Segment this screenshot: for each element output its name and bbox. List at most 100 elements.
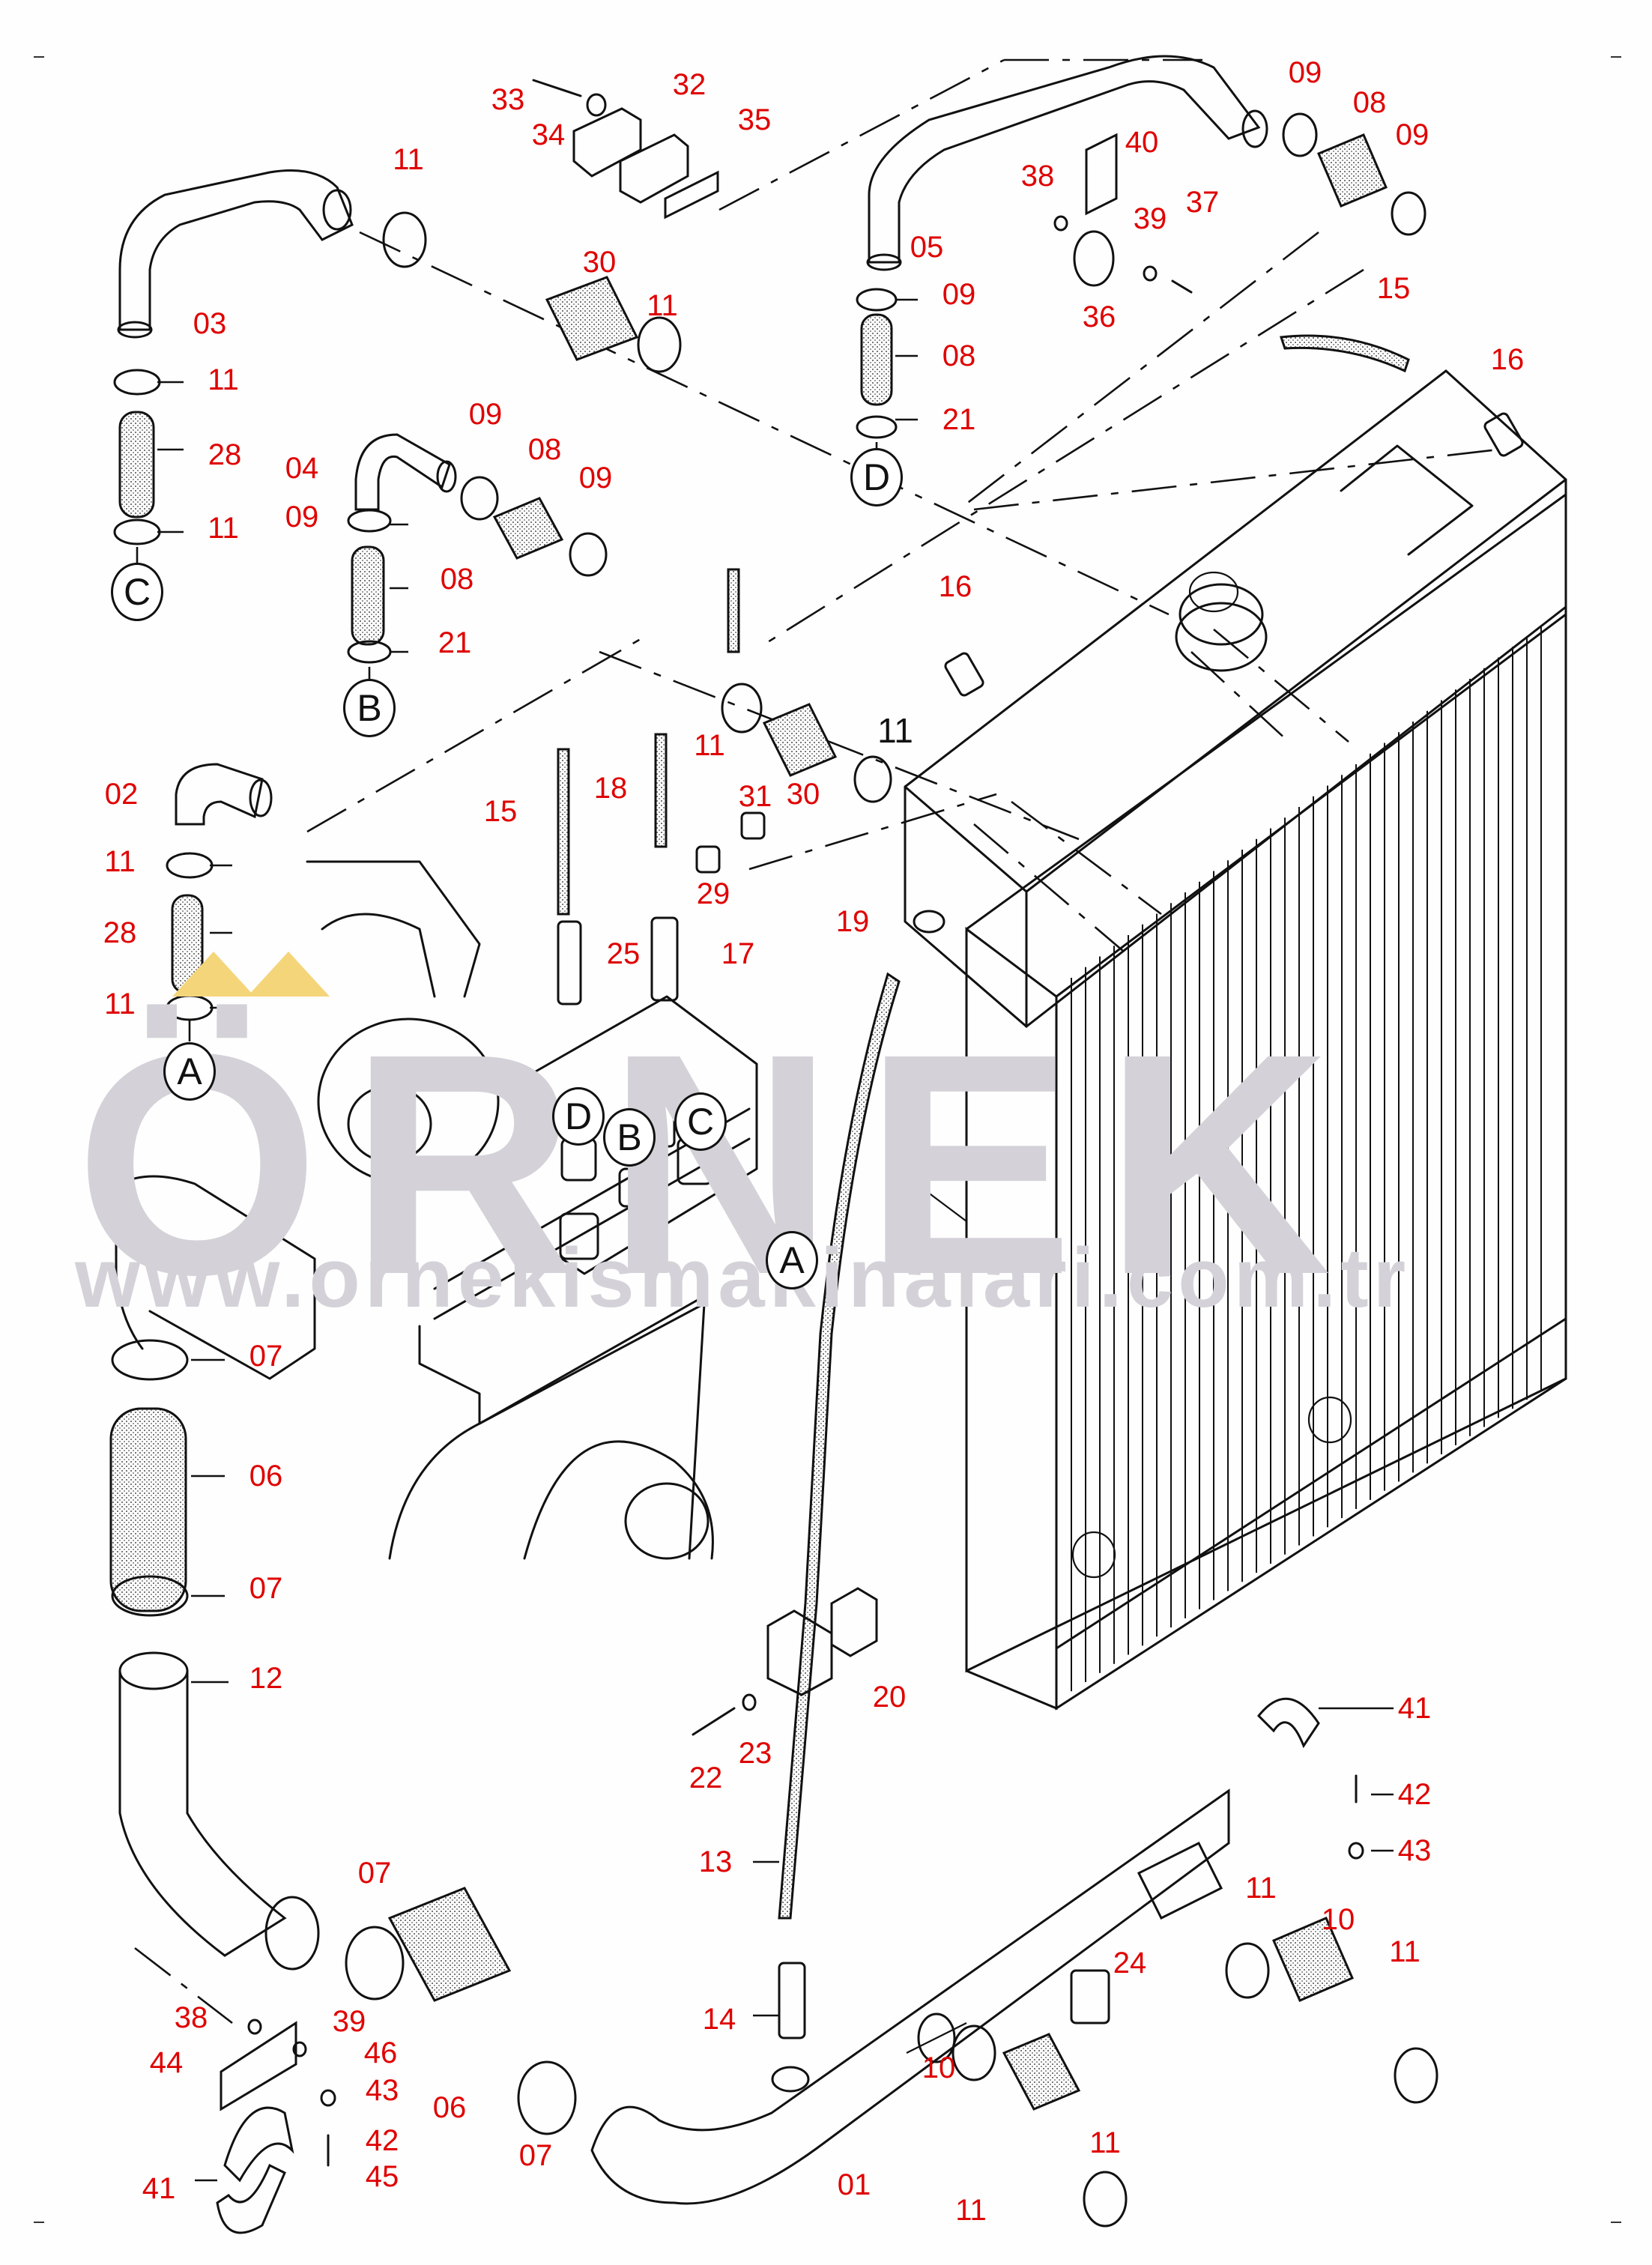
callout-16[interactable]: 16	[1490, 343, 1525, 376]
callout-07[interactable]: 07	[249, 1340, 283, 1373]
callout-35[interactable]: 35	[737, 103, 772, 136]
callout-16[interactable]: 16	[938, 570, 972, 603]
callout-06[interactable]: 06	[249, 1460, 283, 1493]
hose-08-mid	[492, 497, 564, 560]
callout-11[interactable]: 11	[694, 729, 725, 762]
callout-10[interactable]: 10	[922, 2051, 956, 2084]
clamp-block-32b	[619, 133, 689, 204]
callout-10[interactable]: 10	[1321, 1903, 1355, 1936]
callout-01[interactable]: 01	[837, 2168, 871, 2201]
callout-11-black[interactable]: 11	[877, 711, 913, 750]
callout-36[interactable]: 36	[1082, 300, 1116, 333]
callout-07[interactable]: 07	[357, 1857, 392, 1890]
callout-39[interactable]: 39	[1133, 202, 1167, 235]
ref-circle-a[interactable]: A	[163, 1042, 216, 1101]
callout-11[interactable]: 11	[1389, 1935, 1420, 1968]
clamp-block-32a	[572, 107, 642, 178]
callout-09[interactable]: 09	[285, 501, 319, 533]
callout-09[interactable]: 09	[578, 462, 613, 495]
hose-28-top	[118, 411, 155, 518]
callout-34[interactable]: 34	[531, 118, 566, 151]
callout-02[interactable]: 02	[104, 778, 139, 811]
callout-42[interactable]: 42	[1397, 1778, 1432, 1811]
callout-07[interactable]: 07	[518, 2139, 553, 2172]
callout-46[interactable]: 46	[363, 2036, 398, 2069]
callout-41[interactable]: 41	[142, 2172, 176, 2205]
callout-28[interactable]: 28	[208, 438, 242, 471]
callout-17[interactable]: 17	[721, 937, 755, 970]
ref-circle-b[interactable]: B	[343, 679, 396, 737]
callout-13[interactable]: 13	[698, 1845, 733, 1878]
callout-38[interactable]: 38	[174, 2001, 208, 2034]
callout-11[interactable]: 11	[1089, 2126, 1121, 2159]
callout-41[interactable]: 41	[1397, 1692, 1432, 1725]
callout-11[interactable]: 11	[208, 363, 239, 396]
callout-37[interactable]: 37	[1185, 186, 1220, 219]
callout-14[interactable]: 14	[702, 2003, 736, 2036]
callout-11[interactable]: 11	[955, 2194, 987, 2227]
callout-08[interactable]: 08	[527, 433, 562, 466]
bracket-44	[220, 2021, 297, 2111]
ref-circle-d-engine[interactable]: D	[552, 1087, 605, 1146]
callout-06[interactable]: 06	[432, 2091, 467, 2124]
callout-08[interactable]: 08	[440, 563, 474, 596]
callout-21[interactable]: 21	[438, 626, 472, 659]
ref-circle-a-engine[interactable]: A	[766, 1231, 818, 1289]
pipe-04	[354, 433, 457, 511]
callout-04[interactable]: 04	[285, 452, 319, 485]
hoses	[109, 133, 1410, 2111]
callout-08[interactable]: 08	[1352, 86, 1387, 119]
callout-25[interactable]: 25	[606, 937, 641, 970]
callout-11[interactable]: 11	[393, 143, 424, 176]
callout-09[interactable]: 09	[942, 278, 976, 311]
callout-11[interactable]: 11	[1245, 1872, 1277, 1905]
callout-12[interactable]: 12	[249, 1662, 283, 1695]
callout-07[interactable]: 07	[249, 1572, 283, 1605]
callout-43[interactable]: 43	[1397, 1834, 1432, 1867]
callout-11[interactable]: 11	[104, 988, 136, 1020]
callout-11[interactable]: 11	[647, 289, 678, 322]
callout-19[interactable]: 19	[835, 905, 870, 938]
callout-05[interactable]: 05	[910, 231, 944, 264]
callout-33[interactable]: 33	[491, 83, 525, 116]
callout-09[interactable]: 09	[468, 398, 503, 431]
radiator-filler-cap	[1175, 571, 1268, 672]
ref-circle-d[interactable]: D	[850, 448, 903, 506]
callout-45[interactable]: 45	[365, 2160, 399, 2193]
callout-22[interactable]: 22	[689, 1762, 723, 1794]
callout-20[interactable]: 20	[872, 1681, 907, 1714]
bolt-37	[1171, 279, 1193, 294]
callout-32[interactable]: 32	[672, 68, 707, 101]
hose-06-upper	[109, 1407, 187, 1612]
ref-circle-b-engine[interactable]: B	[603, 1108, 656, 1167]
callout-30[interactable]: 30	[786, 778, 820, 811]
callout-11[interactable]: 11	[208, 512, 239, 545]
callout-21[interactable]: 21	[942, 403, 976, 436]
callout-28[interactable]: 28	[103, 916, 137, 949]
callout-09[interactable]: 09	[1395, 118, 1429, 151]
hose-30-top	[545, 276, 639, 361]
callout-15[interactable]: 15	[483, 795, 518, 828]
callout-42[interactable]: 42	[365, 2124, 399, 2157]
callout-43[interactable]: 43	[365, 2074, 399, 2107]
callout-39[interactable]: 39	[332, 2005, 366, 2038]
ref-circle-c[interactable]: C	[111, 563, 163, 621]
callout-09[interactable]: 09	[1288, 56, 1322, 89]
callout-30[interactable]: 30	[582, 246, 617, 279]
callout-18[interactable]: 18	[593, 772, 628, 805]
radiator-assembly	[904, 369, 1567, 1711]
callout-03[interactable]: 03	[193, 307, 227, 340]
callout-08[interactable]: 08	[942, 339, 976, 372]
clamp-block-20b	[830, 1587, 878, 1657]
callout-11[interactable]: 11	[104, 845, 136, 878]
callout-31[interactable]: 31	[738, 780, 772, 813]
callout-38[interactable]: 38	[1020, 160, 1055, 193]
callout-44[interactable]: 44	[149, 2046, 184, 2079]
hose-08-right	[1317, 133, 1388, 208]
callout-29[interactable]: 29	[696, 877, 730, 910]
callout-24[interactable]: 24	[1113, 1947, 1147, 1980]
callout-40[interactable]: 40	[1125, 126, 1159, 159]
callout-23[interactable]: 23	[738, 1737, 772, 1770]
ref-circle-c-engine[interactable]: C	[674, 1092, 727, 1151]
callout-15[interactable]: 15	[1376, 272, 1411, 305]
